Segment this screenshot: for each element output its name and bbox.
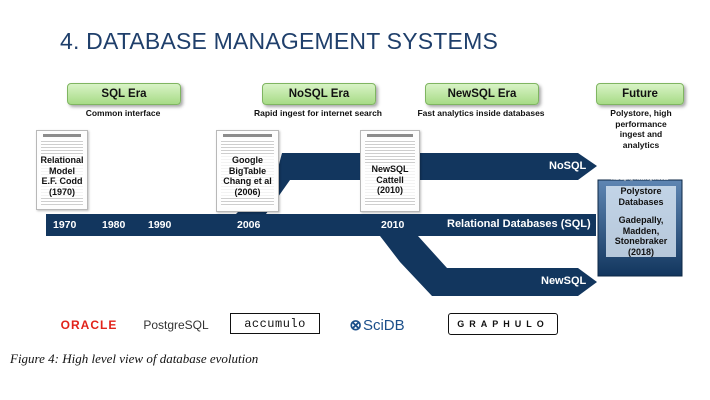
graphulo-logo-text: GRAPHULO <box>457 319 549 329</box>
year-1990: 1990 <box>148 219 172 231</box>
codd-paper-label: Relational Model E.F. Codd (1970) <box>39 155 85 197</box>
bigtable-paper-thumbnail: Google BigTable Chang et al (2006) <box>216 130 279 212</box>
era-newsql-box: NewSQL Era <box>425 83 539 105</box>
paper-label-line: NewSQL <box>371 164 409 174</box>
postgresql-logo-text: PostgreSQL <box>143 318 209 332</box>
paper-label-line: Polystore <box>620 186 662 196</box>
bigtable-paper-label: Google BigTable Chang et al (2006) <box>219 155 276 197</box>
paper-label-line: Model <box>49 165 75 176</box>
newsql-paper-thumbnail: NewSQL Cattell (2010) <box>360 130 420 212</box>
slide-title: 4. DATABASE MANAGEMENT SYSTEMS <box>60 28 498 54</box>
paper-label-spacer <box>606 207 676 215</box>
graphulo-logo: GRAPHULO <box>448 313 558 335</box>
oracle-logo-text: ORACLE <box>60 318 118 332</box>
paper-label-line: Relational <box>40 155 84 165</box>
scidb-logo: ⊗ SciDB <box>332 313 422 337</box>
era-future-label: Future <box>622 88 658 100</box>
paper-label-line: E.F. Codd <box>41 176 83 186</box>
paper-label-line: Databases <box>618 196 664 207</box>
era-future-box: Future <box>596 83 684 105</box>
era-future-desc-line: analytics <box>622 139 660 150</box>
era-newsql-description: Fast analytics inside databases <box>417 108 545 118</box>
era-future-desc-line: Polystore, high <box>610 108 672 118</box>
codd-paper-thumbnail: Relational Model E.F. Codd (1970) <box>36 130 88 210</box>
era-nosql-box: NoSQL Era <box>262 83 376 105</box>
paper-label-line: (2018) <box>627 246 654 257</box>
postgresql-logo: PostgreSQL <box>134 313 218 337</box>
year-2010: 2010 <box>381 219 405 231</box>
polystore-paper-label: Polystore Databases Gadepally, Madden, S… <box>606 186 676 257</box>
relational-band-label: Relational Databases (SQL) <box>447 218 591 230</box>
oracle-logo: ORACLE <box>54 313 124 337</box>
scidb-mark-icon: ⊗ <box>349 317 362 334</box>
polystore-book-header: Managing Heterogeneous <box>611 176 669 182</box>
era-sql-description: Common interface <box>85 108 161 118</box>
scidb-logo-text: SciDB <box>362 316 405 334</box>
paper-label-line: Stonebraker <box>614 236 668 246</box>
accumulo-logo-text: accumulo <box>244 316 306 331</box>
newsql-paper-label: NewSQL Cattell (2010) <box>363 164 417 196</box>
paper-label-line: BigTable <box>228 165 267 176</box>
era-nosql-description: Rapid ingest for internet search <box>254 108 382 118</box>
accumulo-logo: accumulo <box>230 313 320 334</box>
newsql-band <box>380 236 597 296</box>
paper-label-line: Madden, <box>622 225 660 236</box>
era-newsql-label: NewSQL Era <box>447 88 517 100</box>
paper-label-line: (2006) <box>234 186 261 197</box>
nosql-band <box>236 153 597 214</box>
era-future-description: Polystore, high performance ingest and a… <box>596 108 686 150</box>
year-2006: 2006 <box>237 219 261 231</box>
nosql-band-label: NoSQL <box>549 160 587 172</box>
year-1970: 1970 <box>53 219 77 231</box>
relational-band <box>46 214 596 236</box>
era-nosql-label: NoSQL Era <box>288 88 350 100</box>
paper-label-line: Chang et al <box>223 176 272 186</box>
era-sql-box: SQL Era <box>67 83 181 105</box>
paper-label-line: Google <box>232 155 263 165</box>
paper-label-line: (1970) <box>48 186 75 197</box>
newsql-band-label: NewSQL <box>541 275 587 287</box>
era-future-desc-line: ingest and <box>619 129 663 139</box>
era-future-desc-line: performance <box>615 118 667 129</box>
paper-label-line: Cattell (2010) <box>376 174 404 196</box>
year-1980: 1980 <box>102 219 126 231</box>
era-sql-label: SQL Era <box>101 88 147 100</box>
paper-label-line: Gadepally, <box>618 215 664 225</box>
figure-caption: Figure 4: High level view of database ev… <box>10 351 259 366</box>
